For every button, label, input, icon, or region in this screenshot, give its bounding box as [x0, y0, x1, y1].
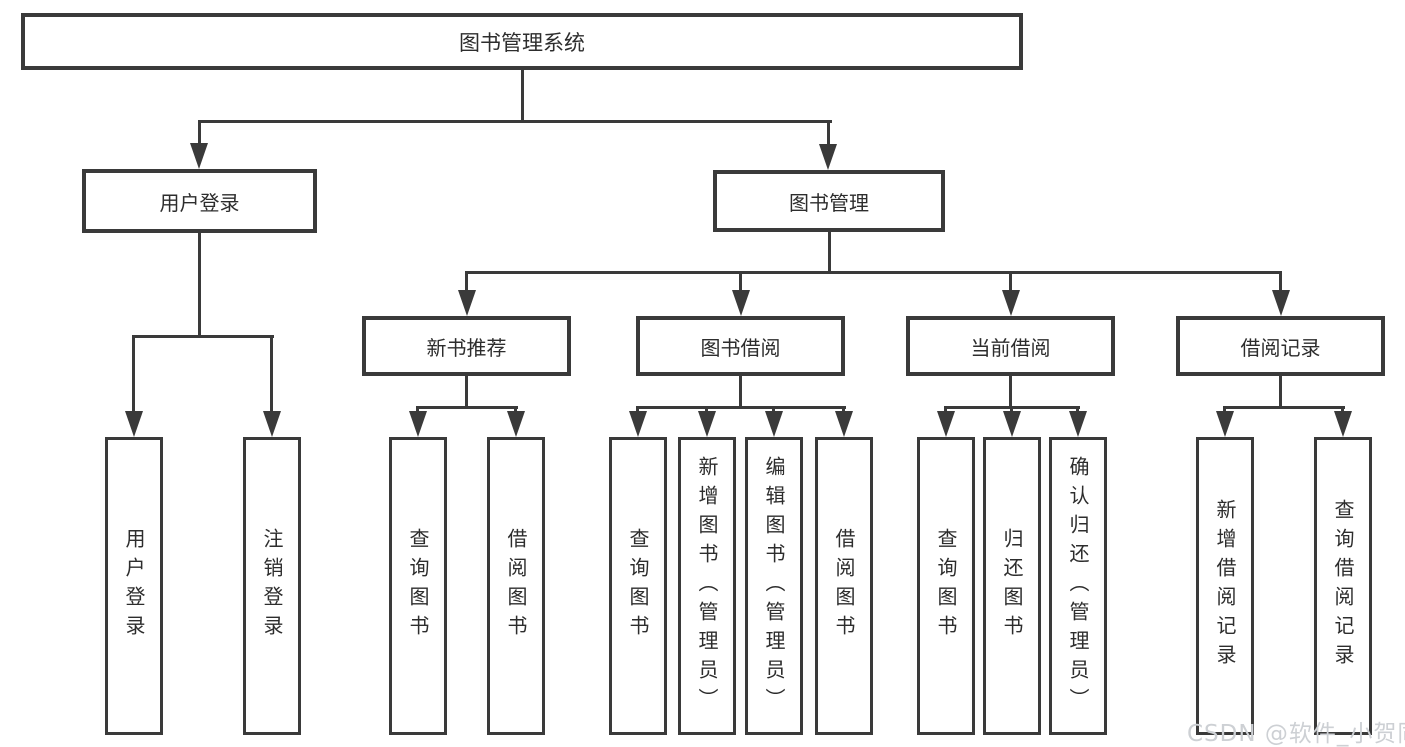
connector-line: [270, 335, 273, 413]
connector-line: [827, 120, 830, 145]
leaf-borrow-edit-books-admin: 编辑图书（管理员）: [745, 437, 803, 735]
connector-line: [1279, 271, 1282, 293]
connector-line: [636, 406, 639, 414]
arrowhead-down-icon: [765, 411, 783, 437]
connector-line: [465, 271, 468, 293]
connector-line: [1009, 271, 1012, 293]
arrowhead-down-icon: [629, 411, 647, 437]
node-book-management: 图书管理: [713, 170, 945, 232]
watermark-text: CSDN @软件_小贺同学: [1187, 721, 1405, 747]
arrowhead-down-icon: [190, 143, 208, 169]
node-book-management-label: 图书管理: [789, 190, 869, 215]
node-user-login-label: 用户登录: [159, 190, 240, 215]
arrowhead-down-icon: [125, 411, 143, 437]
connector-line: [1223, 406, 1345, 409]
leaf-user-login: 用户登录: [105, 437, 163, 735]
node-root: 图书管理系统: [21, 13, 1023, 70]
connector-line: [132, 335, 135, 413]
connector-line: [705, 406, 708, 414]
connector-line: [1010, 406, 1013, 414]
connector-line: [739, 376, 742, 406]
connector-line: [772, 406, 775, 414]
connector-line: [1076, 406, 1079, 414]
arrowhead-down-icon: [835, 411, 853, 437]
leaf-recommend-borrow-books: 借阅图书: [487, 437, 545, 735]
node-user-login: 用户登录: [82, 169, 317, 233]
leaf-borrow-add-books-admin: 新增图书（管理员）: [678, 437, 736, 735]
connector-line: [842, 406, 845, 414]
connector-line: [944, 406, 947, 414]
leaf-records-query-record: 查询借阅记录: [1314, 437, 1372, 735]
node-book-borrow-label: 图书借阅: [700, 335, 781, 360]
arrowhead-down-icon: [1272, 290, 1290, 316]
arrowhead-down-icon: [507, 411, 525, 437]
node-current-borrow: 当前借阅: [906, 316, 1115, 376]
connector-line: [514, 406, 517, 414]
connector-line: [521, 70, 524, 123]
connector-line: [198, 120, 832, 123]
arrowhead-down-icon: [1216, 411, 1234, 437]
connector-line: [739, 271, 742, 293]
arrowhead-down-icon: [1334, 411, 1352, 437]
connector-line: [1223, 406, 1226, 414]
connector-line: [1279, 376, 1282, 406]
node-new-book-recommend: 新书推荐: [362, 316, 571, 376]
node-borrow-records: 借阅记录: [1176, 316, 1385, 376]
leaf-borrow-borrow-books: 借阅图书: [815, 437, 873, 735]
connector-line: [132, 335, 274, 338]
arrowhead-down-icon: [1003, 411, 1021, 437]
arrowhead-down-icon: [409, 411, 427, 437]
arrowhead-down-icon: [1069, 411, 1087, 437]
arrowhead-down-icon: [732, 290, 750, 316]
node-book-borrow: 图书借阅: [636, 316, 845, 376]
connector-line: [465, 271, 1282, 274]
arrowhead-down-icon: [819, 144, 837, 170]
leaf-current-query-books: 查询图书: [917, 437, 975, 735]
leaf-current-confirm-return-admin: 确认归还（管理员）: [1049, 437, 1107, 735]
connector-line: [198, 120, 201, 144]
arrowhead-down-icon: [937, 411, 955, 437]
leaf-borrow-query-books: 查询图书: [609, 437, 667, 735]
node-borrow-records-label: 借阅记录: [1240, 335, 1321, 360]
connector-line: [416, 406, 419, 414]
arrowhead-down-icon: [1002, 290, 1020, 316]
connector-line: [828, 232, 831, 271]
connector-line: [465, 376, 468, 406]
connector-line: [198, 233, 201, 335]
connector-line: [416, 406, 518, 409]
node-new-book-recommend-label: 新书推荐: [426, 335, 507, 360]
node-current-borrow-label: 当前借阅: [970, 335, 1051, 360]
leaf-logout: 注销登录: [243, 437, 301, 735]
connector-line: [636, 406, 846, 409]
leaf-records-add-record: 新增借阅记录: [1196, 437, 1254, 735]
leaf-recommend-query-books: 查询图书: [389, 437, 447, 735]
arrowhead-down-icon: [263, 411, 281, 437]
arrowhead-down-icon: [698, 411, 716, 437]
connector-line: [1341, 406, 1344, 414]
node-root-label: 图书管理系统: [459, 30, 585, 55]
leaf-current-return-books: 归还图书: [983, 437, 1041, 735]
connector-line: [1009, 376, 1012, 406]
arrowhead-down-icon: [458, 290, 476, 316]
